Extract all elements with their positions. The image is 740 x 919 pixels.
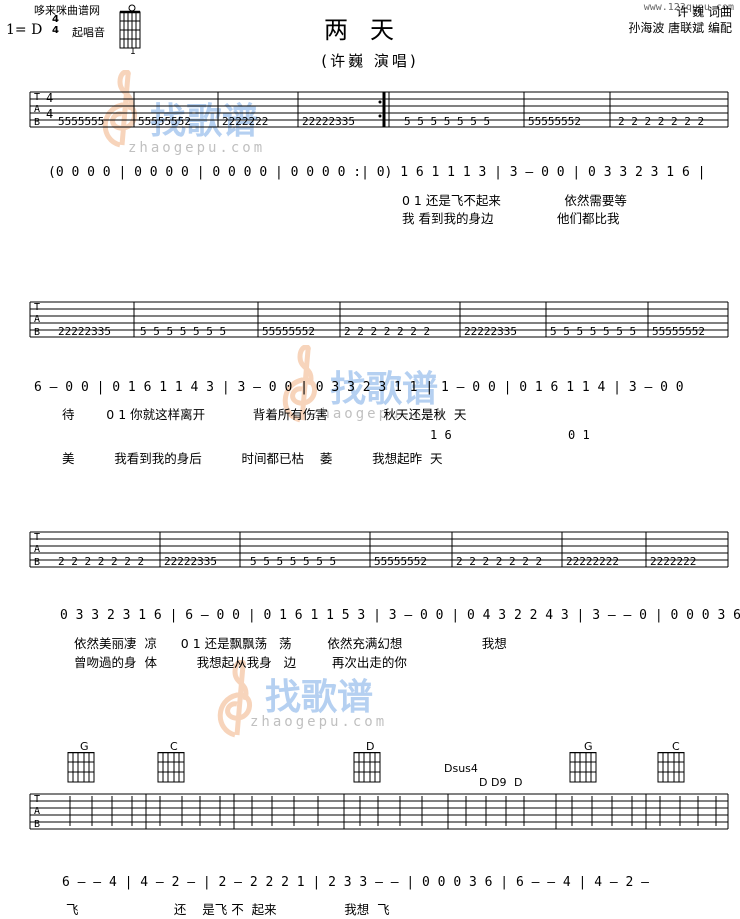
jianpu-line-1: (0 0 0 0 | 0 0 0 0 | 0 0 0 0 | 0 0 0 0 :… bbox=[48, 165, 706, 180]
watermark-domain-2: zhaogepu.com bbox=[310, 406, 448, 422]
tab-bar-13-notes: 5 5 5 5 5 5 5 bbox=[550, 325, 636, 338]
svg-text:B: B bbox=[34, 557, 40, 568]
time-bottom: 4 bbox=[52, 25, 59, 36]
chord-name-dsus4: Dsus4 bbox=[444, 762, 478, 775]
chord-name-g-1: G bbox=[80, 740, 89, 753]
tab-bar-21-notes: 2222222 bbox=[650, 555, 696, 568]
tab-bar-12-notes: 22222335 bbox=[464, 325, 517, 338]
credits: 许 巍 词曲 孙海波 唐联斌 编配 bbox=[628, 4, 732, 36]
lyric-line-4a: 飞 还 是飞 不 起来 我想 飞 bbox=[66, 902, 390, 917]
watermark-2 bbox=[270, 344, 330, 429]
chord-diagram-g-1 bbox=[67, 752, 95, 783]
tab-bar-8-notes: 22222335 bbox=[58, 325, 111, 338]
svg-text:T: T bbox=[34, 302, 40, 313]
tab-letter-a: A bbox=[34, 104, 40, 115]
treble-clef-icon bbox=[282, 344, 317, 423]
tab-bar-18-notes: 55555552 bbox=[374, 555, 427, 568]
chord-diagram-d-1 bbox=[353, 752, 381, 783]
site-url: www.123qupu.com bbox=[643, 2, 734, 13]
svg-text:B: B bbox=[34, 327, 40, 338]
chord-diagram-c-2 bbox=[657, 752, 685, 783]
svg-text:B: B bbox=[34, 819, 40, 830]
tab-bar-2-notes: 55555552 bbox=[138, 115, 191, 128]
singer-line: (许巍 演唱) bbox=[321, 52, 419, 70]
lyric-line-3b: 曾吻過的身 体 我想起从我身 边 再次出走的你 bbox=[74, 655, 407, 670]
lyric-line-2-alt2: 0 1 bbox=[568, 428, 590, 442]
time-top: 4 bbox=[52, 14, 59, 25]
tab-bar-16-notes: 22222335 bbox=[164, 555, 217, 568]
tab-staff-3: TAB 2 2 2 2 2 2 2 22222335 5 5 5 5 5 5 5… bbox=[29, 531, 729, 568]
lyric-line-2-alt: 1 6 bbox=[430, 428, 452, 442]
tab-bar-6-notes: 55555552 bbox=[528, 115, 581, 128]
chord-name-d9: D9 bbox=[491, 776, 507, 789]
key-signature: 1= D bbox=[6, 22, 43, 38]
watermark-logo-1: 找歌谱 bbox=[150, 101, 259, 142]
tab-bar-19-notes: 2 2 2 2 2 2 2 bbox=[456, 555, 542, 568]
jianpu-line-2: 6 — 0 0 | 0 1 6 1 1 4 3 | 3 — 0 0 | 0 3 … bbox=[34, 380, 684, 395]
chord-name-d-1: D bbox=[366, 740, 375, 753]
jianpu-line-3: 0 3 3 2 3 1 6 | 6 — 0 0 | 0 1 6 1 1 5 3 … bbox=[60, 608, 740, 623]
tab-bar-17-notes: 5 5 5 5 5 5 5 bbox=[250, 555, 336, 568]
tab-letter-t: T bbox=[34, 92, 40, 103]
credit-arranger: 孙海波 唐联斌 编配 bbox=[628, 21, 732, 35]
lyric-line-1b: 我 看到我的身边 他们都比我 bbox=[402, 211, 620, 226]
tab-bar-11-notes: 2 2 2 2 2 2 2 bbox=[344, 325, 430, 338]
tab-letter-b: B bbox=[34, 117, 40, 128]
treble-clef-icon bbox=[217, 659, 252, 738]
svg-text:T: T bbox=[34, 794, 40, 805]
lyric-line-2b: 美 我看到我的身后 时间都已枯 萎 我想起昨 天 bbox=[62, 451, 443, 466]
tab-time-4b: 4 bbox=[46, 107, 53, 121]
chord-diagram-g-2 bbox=[569, 752, 597, 783]
watermark-logo-2: 找歌谱 bbox=[330, 369, 439, 410]
tab-bar-9-notes: 5 5 5 5 5 5 5 bbox=[140, 325, 226, 338]
tab-bar-1-notes: 5555555 bbox=[58, 115, 104, 128]
chord-name-g-2: G bbox=[584, 740, 593, 753]
song-title: 两天 bbox=[324, 16, 416, 44]
tab-bar-3-notes: 2222222 bbox=[222, 115, 268, 128]
tab-time-4: 4 bbox=[46, 91, 53, 105]
lyric-line-2a: 待 0 1 你就这样离开 背着所有伤害 秋天还是秋 天 bbox=[62, 407, 467, 422]
tab-bar-14-notes: 55555552 bbox=[652, 325, 705, 338]
tab-bar-15-notes: 2 2 2 2 2 2 2 bbox=[58, 555, 144, 568]
start-fret: 1 bbox=[130, 47, 136, 57]
site-name: 哆来咪曲谱网 bbox=[34, 4, 100, 17]
time-signature: 4 4 bbox=[52, 14, 59, 36]
strum-arrows bbox=[69, 796, 717, 826]
lyric-line-1a: 0 1 还是飞不起来 依然需要等 bbox=[402, 193, 627, 208]
jianpu-line-4: 6 — — 4 | 4 — 2 — | 2 — 2 2 2 1 | 2 3 3 … bbox=[62, 875, 649, 890]
credit-composer: 许 巍 词曲 bbox=[676, 5, 732, 19]
svg-text:A: A bbox=[34, 314, 40, 325]
tab-bar-7-notes: 2 2 2 2 2 2 2 bbox=[618, 115, 704, 128]
chord-diagrams bbox=[67, 752, 685, 783]
chord-name-d-3: D bbox=[514, 776, 523, 789]
tab-staff-2: TAB 22222335 5 5 5 5 5 5 5 55555552 2 2 … bbox=[29, 301, 729, 338]
watermark-3 bbox=[205, 659, 265, 744]
chord-name-c-1: C bbox=[170, 740, 178, 753]
tab-staff-4: TAB bbox=[29, 793, 729, 830]
tab-bar-20-notes: 22222222 bbox=[566, 555, 619, 568]
start-note-label: 起唱音 bbox=[72, 26, 105, 39]
svg-text:T: T bbox=[34, 532, 40, 543]
tab-bar-10-notes: 55555552 bbox=[262, 325, 315, 338]
watermark-domain-1: zhaogepu.com bbox=[128, 140, 266, 156]
watermark-domain-3: zhaogepu.com bbox=[250, 714, 388, 730]
chord-name-d-2: D bbox=[479, 776, 488, 789]
tab-bar-5-notes: 5 5 5 5 5 5 5 bbox=[404, 115, 490, 128]
tab-bar-4-notes: 22222335 bbox=[302, 115, 355, 128]
watermark-logo-3: 找歌谱 bbox=[265, 677, 374, 718]
chord-name-c-2: C bbox=[672, 740, 680, 753]
start-note-diagram bbox=[119, 4, 141, 49]
chord-diagram-c-1 bbox=[157, 752, 185, 783]
lyric-line-3a: 依然美丽凄 凉 0 1 还是飘飘荡 荡 依然充满幻想 我想 bbox=[74, 636, 507, 651]
svg-text:A: A bbox=[34, 544, 40, 555]
svg-text:A: A bbox=[34, 806, 40, 817]
tab-staff-1: T A B 4 4 5555555 55555552 2222222 22222… bbox=[29, 91, 729, 128]
